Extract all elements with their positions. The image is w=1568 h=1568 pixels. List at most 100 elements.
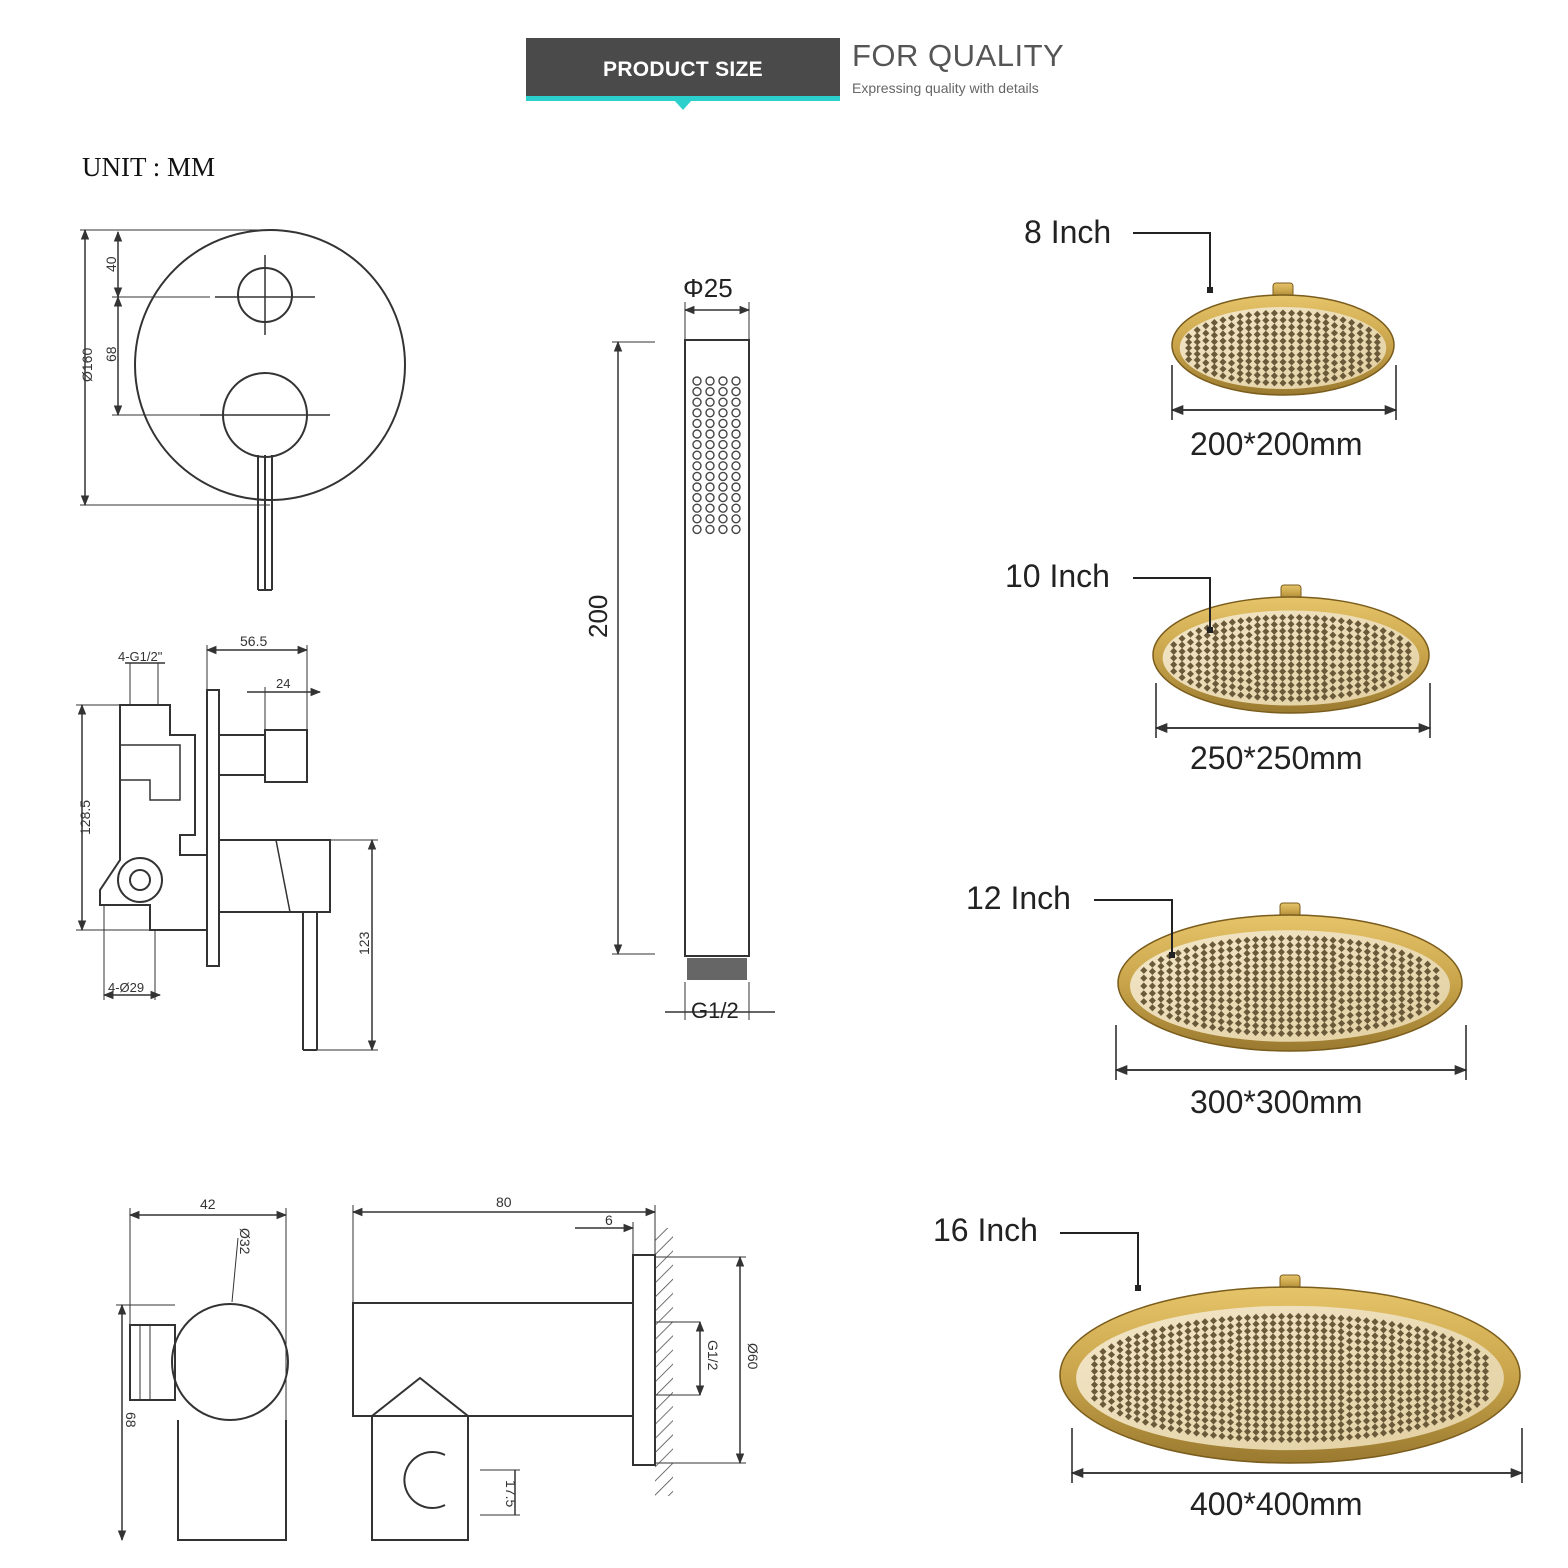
dim-mid-offset: 68 — [103, 346, 119, 362]
dim-holder-height: 68 — [123, 1412, 139, 1428]
nozzle-hole — [705, 461, 715, 471]
nozzle-hole — [692, 429, 702, 439]
dim-plate-thickness: 6 — [605, 1212, 613, 1228]
shower-head-3 — [1059, 1232, 1524, 1483]
nozzle-hole — [731, 471, 741, 482]
head-label-10: 10 Inch — [1005, 558, 1110, 594]
nozzle-hole — [718, 450, 728, 460]
dim-hand-diameter: Φ25 — [683, 273, 733, 303]
nozzle-hole — [705, 514, 715, 524]
nozzle-hole — [718, 514, 728, 524]
nozzle-hole — [718, 376, 728, 386]
nozzle-hole — [692, 418, 702, 429]
dim-arm-length: 80 — [496, 1194, 512, 1210]
shower-head-1 — [1133, 577, 1432, 738]
nozzle-hole — [705, 482, 715, 492]
nozzle-hole — [731, 408, 741, 418]
nozzle-hole — [718, 482, 728, 492]
hand-shower-thread — [687, 958, 747, 980]
banner-label: PRODUCT SIZE — [603, 58, 763, 81]
nozzle-hole — [705, 492, 715, 503]
shower-head-0 — [1133, 232, 1398, 420]
head-size-16: 400*400mm — [1190, 1486, 1363, 1522]
nozzle-hole — [731, 418, 741, 429]
head-label-8: 8 Inch — [1024, 214, 1112, 250]
hand-shower-drawing — [612, 302, 775, 1020]
header-banner — [526, 38, 840, 100]
nozzle-hole — [718, 471, 728, 482]
nozzle-hole — [718, 524, 728, 535]
head-size-12: 300*300mm — [1190, 1084, 1363, 1120]
dim-holder-diameter: Ø32 — [237, 1228, 253, 1255]
nozzle-hole — [731, 514, 741, 524]
nozzle-hole — [731, 461, 741, 471]
dim-arm-thread: G1/2 — [705, 1340, 721, 1371]
nozzle-hole — [718, 418, 728, 429]
nozzle-hole — [731, 376, 741, 386]
hand-shower-nozzles — [692, 376, 741, 535]
nozzle-hole — [718, 386, 728, 397]
dim-hand-thread: G1/2 — [691, 998, 739, 1023]
dim-outlet: 4-Ø29 — [108, 980, 144, 995]
nozzle-hole — [692, 492, 702, 503]
dim-lever-length: 123 — [356, 931, 372, 955]
nozzle-hole — [718, 397, 728, 407]
dim-holder-width: 42 — [200, 1196, 216, 1212]
nozzle-hole — [705, 386, 715, 397]
nozzle-hole — [692, 439, 702, 450]
nozzle-hole — [731, 450, 741, 460]
header-accent-bar — [526, 96, 840, 101]
tagline-subtitle: Expressing quality with details — [852, 80, 1039, 96]
nozzle-hole — [731, 492, 741, 503]
nozzle-hole — [705, 408, 715, 418]
nozzle-hole — [705, 450, 715, 460]
dim-body-height: 128.5 — [77, 800, 93, 835]
nozzle-hole — [705, 503, 715, 513]
nozzle-hole — [692, 461, 702, 471]
tagline: FOR QUALITY — [852, 38, 1065, 73]
nozzle-hole — [692, 386, 702, 397]
nozzle-hole — [692, 376, 702, 386]
nozzle-hole — [718, 503, 728, 513]
dim-top-offset: 40 — [103, 256, 119, 272]
nozzle-hole — [731, 503, 741, 513]
dim-outer-diameter: Ø160 — [79, 348, 95, 382]
nozzle-hole — [731, 386, 741, 397]
holder-side-view — [351, 1205, 746, 1541]
shower-heads — [1059, 232, 1524, 1483]
shower-head-2 — [1094, 899, 1468, 1080]
nozzle-hole — [718, 461, 728, 471]
header-arrow-icon — [674, 100, 692, 110]
nozzle-hole — [705, 524, 715, 535]
nozzle-hole — [731, 482, 741, 492]
head-label-16: 16 Inch — [933, 1212, 1038, 1248]
valve-front-view — [80, 228, 406, 591]
nozzle-hole — [731, 524, 741, 535]
nozzle-hole — [718, 429, 728, 439]
dim-clip: 17.5 — [503, 1480, 519, 1507]
holder-front-view — [116, 1208, 289, 1542]
nozzle-hole — [692, 524, 702, 535]
nozzle-hole — [692, 450, 702, 460]
dim-depth: 56.5 — [240, 633, 267, 649]
dim-plate-diameter: Ø60 — [745, 1343, 761, 1370]
wall-hatch — [655, 1228, 673, 1496]
nozzle-hole — [718, 439, 728, 450]
valve-side-view — [76, 645, 378, 1052]
nozzle-hole — [718, 408, 728, 418]
unit-label: UNIT : MM — [82, 152, 216, 182]
nozzle-hole — [692, 503, 702, 513]
nozzle-hole — [718, 492, 728, 503]
dim-inlet: 4-G1/2" — [118, 649, 163, 664]
dim-hand-length: 200 — [583, 595, 613, 638]
head-size-10: 250*250mm — [1190, 740, 1363, 776]
nozzle-hole — [692, 514, 702, 524]
nozzle-hole — [692, 397, 702, 407]
nozzle-hole — [731, 439, 741, 450]
head-label-12: 12 Inch — [966, 880, 1071, 916]
head-size-8: 200*200mm — [1190, 426, 1363, 462]
nozzle-hole — [692, 408, 702, 418]
nozzle-hole — [705, 429, 715, 439]
nozzle-hole — [705, 471, 715, 482]
nozzle-hole — [705, 376, 715, 386]
